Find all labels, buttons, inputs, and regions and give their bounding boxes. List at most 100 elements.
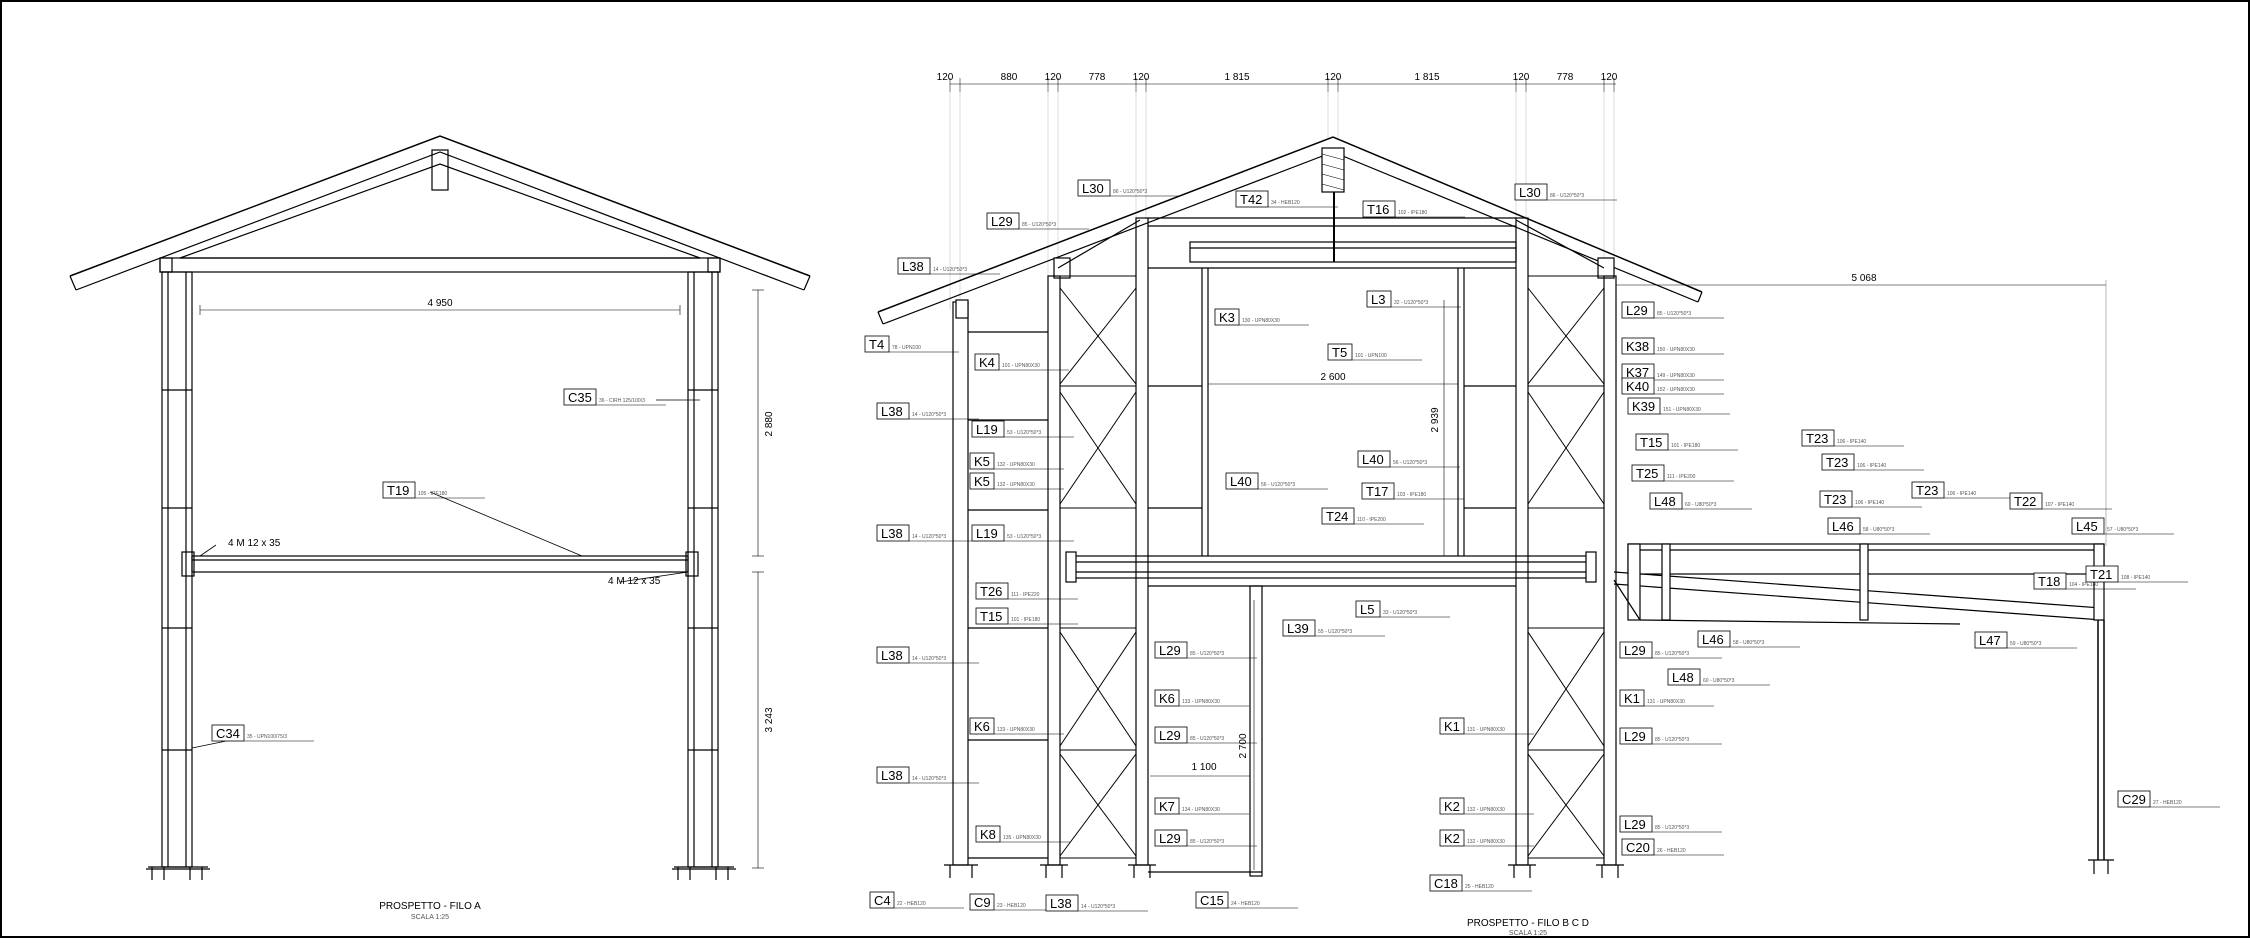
tag-profile: 132 - UPN80X30 [1467, 807, 1505, 813]
tag-id: T16 [1367, 202, 1389, 217]
tag-profile: 23 - HEB120 [997, 903, 1026, 909]
tag-profile: 101 - UPN100 [1355, 353, 1387, 359]
tag-id: K40 [1626, 379, 1649, 394]
roof-outline-top [69, 135, 811, 277]
tag-profile: 132 - UPN80X30 [997, 462, 1035, 468]
tag-profile: 14 - U120*50*3 [1081, 904, 1115, 910]
tag-id: L40 [1362, 452, 1384, 467]
tag-id: K6 [1159, 691, 1175, 706]
tag-profile: 111 - IPE200 [1667, 474, 1696, 480]
tag-profile: 135 - UPN80X30 [1003, 835, 1041, 841]
tag-id: L29 [1626, 303, 1648, 318]
tag-profile: 85 - U120*50*3 [1190, 839, 1224, 845]
top-dimension-label: 120 [937, 72, 954, 83]
tag-profile: 85 - U120*50*3 [1190, 736, 1224, 742]
tag-profile: 60 - U80*50*3 [1685, 502, 1717, 508]
tag-profile: 59 - U80*50*3 [2010, 641, 2042, 647]
tag-id: K5 [974, 454, 990, 469]
tag-profile: 106 - IPE140 [1947, 491, 1976, 497]
roof-outline-top [877, 136, 1703, 313]
tag-id: T4 [869, 337, 884, 352]
member-tag-t22: T22 107 - IPE140 [2009, 492, 2112, 510]
dim-span: 5 068 [1851, 273, 1876, 284]
tag-id: T19 [387, 483, 409, 498]
tag-profile: 85 - U120*50*3 [1657, 311, 1691, 317]
tag-id: T21 [2090, 567, 2112, 582]
tag-id: T22 [2014, 494, 2036, 509]
tag-id: L38 [881, 768, 903, 783]
tag-id: L30 [1082, 181, 1104, 196]
left-bracing [1059, 275, 1137, 859]
top-dimension-label: 120 [1325, 72, 1342, 83]
member-tag-c15: C15 24 - HEB120 [1195, 891, 1298, 909]
tag-id: T5 [1332, 345, 1347, 360]
tag-profile: 105 - IPE180 [418, 491, 447, 497]
tag-profile: 107 - IPE140 [2045, 502, 2074, 508]
roof-inner-truss [179, 163, 701, 259]
top-dimension-label: 120 [1601, 72, 1618, 83]
tag-id: T15 [980, 609, 1002, 624]
bolt-note-right: 4 M 12 x 35 [608, 576, 661, 587]
right-bracing [1527, 275, 1605, 859]
tag-id: T17 [1366, 484, 1388, 499]
tag-profile: 102 - IPE180 [1398, 210, 1427, 216]
tag-profile: 149 - UPN80X30 [1657, 373, 1695, 379]
tag-profile: 85 - U120*50*3 [1655, 651, 1689, 657]
member-tag-k2: K2 132 - UPN80X30 [1439, 797, 1534, 815]
tag-profile: 58 - U80*50*3 [1733, 640, 1765, 646]
right-view-annotations: 5 068 2 600 2 939 1 100 2 700 PROSPETTO … [1191, 273, 1876, 937]
tag-profile: 57 - U80*50*3 [2107, 527, 2139, 533]
tag-id: K3 [1219, 310, 1235, 325]
tag-profile: 106 - IPE140 [1855, 500, 1884, 506]
top-dimension-label: 1 815 [1224, 72, 1249, 83]
tag-profile: 27 - HEB120 [2153, 800, 2182, 806]
left-elevation-view [69, 135, 811, 880]
left-view-scale: SCALA 1:25 [411, 914, 449, 921]
tag-profile: 78 - UPN100 [892, 345, 921, 351]
tag-profile: 56 - U120*50*3 [1393, 460, 1427, 466]
tag-profile: 24 - HEB120 [1231, 901, 1260, 907]
right-elevation-view [877, 78, 2114, 878]
top-dimension-label: 120 [1513, 72, 1530, 83]
tag-id: K1 [1624, 691, 1640, 706]
tag-id: C15 [1200, 893, 1224, 908]
footings [944, 859, 2114, 878]
tag-id: T26 [980, 584, 1002, 599]
tag-profile: 85 - U120*50*3 [1655, 737, 1689, 743]
tag-id: L29 [1624, 817, 1646, 832]
dim-inner-height: 2 939 [1430, 407, 1441, 432]
dim-door-width: 1 100 [1191, 762, 1216, 773]
tag-id: C20 [1626, 840, 1650, 855]
tag-id: K38 [1626, 339, 1649, 354]
tag-profile: 56 - U120*50*3 [1261, 482, 1295, 488]
tag-profile: 58 - U80*50*3 [1863, 527, 1895, 533]
tag-id: L39 [1287, 621, 1309, 636]
tag-profile: 132 - UPN80X30 [1467, 839, 1505, 845]
top-dimension-chain [949, 78, 1616, 310]
tag-id: K2 [1444, 799, 1460, 814]
tag-id: L29 [1159, 728, 1181, 743]
roof-block-right [1597, 257, 1615, 279]
dim-lower-height: 3 243 [764, 707, 775, 732]
tag-id: K5 [974, 474, 990, 489]
tag-profile: 101 - IPE180 [1671, 443, 1700, 449]
left-view-title: PROSPETTO - FILO A [379, 901, 481, 912]
